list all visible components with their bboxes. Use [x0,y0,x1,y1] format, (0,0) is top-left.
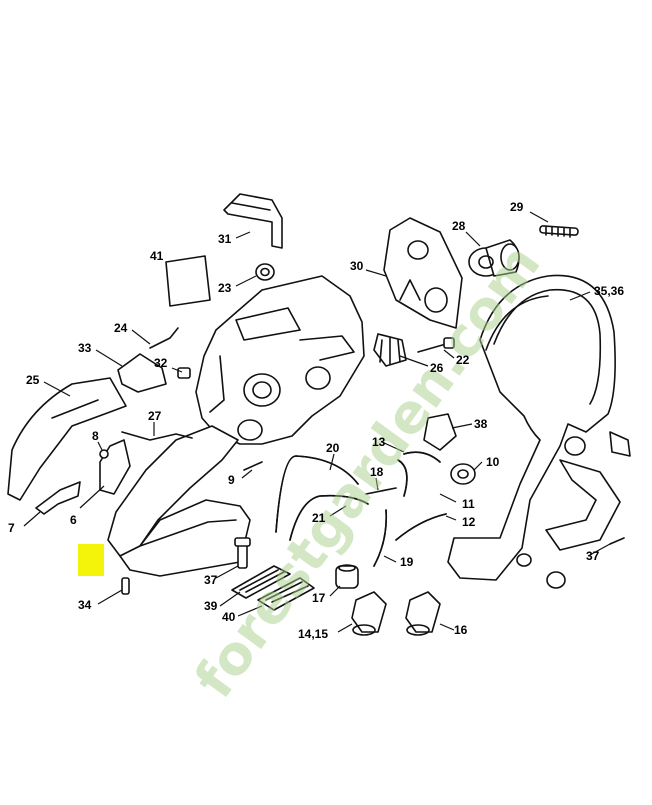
callout-9: 9 [228,473,235,487]
callout-26: 26 [430,361,444,375]
part-24-rod [149,327,179,349]
svg-text:forestgarden.com: forestgarden.com [182,233,552,709]
callout-39: 39 [204,599,218,613]
part-6-trigger [99,439,131,495]
part-30-manifold [383,217,463,329]
part-26-buffer [373,333,407,367]
callout-28: 28 [452,219,466,233]
part-27-linkage [121,431,193,441]
callout-37-right: 37 [586,549,600,563]
callout-27: 27 [148,409,162,423]
part-21-line [289,494,369,541]
callout-labels: 29 28 31 41 23 30 35,36 24 33 32 22 26 2… [8,200,624,641]
callout-11: 11 [462,497,475,511]
part-13-hose [403,451,441,463]
callout-32: 32 [154,356,168,370]
callout-25: 25 [26,373,40,387]
part-39-plate [231,565,291,599]
part-22-bolt [417,337,455,353]
callout-40: 40 [222,610,236,624]
part-37b-screw [609,537,625,545]
callout-29: 29 [510,200,524,214]
callout-18: 18 [370,465,384,479]
callout-41: 41 [150,249,164,263]
part-34-screw [121,577,130,595]
callout-21: 21 [312,511,326,525]
part-11-hose [397,459,408,497]
callout-6: 6 [70,513,77,527]
part-9-pin [243,461,263,471]
callout-23: 23 [218,281,232,295]
part-14-15-bracket [351,591,387,636]
callout-33: 33 [78,341,92,355]
part-7-lever [35,481,81,515]
callout-30: 30 [350,259,364,273]
callout-16: 16 [454,623,468,637]
callout-35-36: 35,36 [594,284,624,298]
watermark: forestgarden.com [182,233,552,709]
part-29-pin [539,225,579,238]
highlight-marker [78,544,104,576]
part-8-spring [99,449,109,459]
callout-34: 34 [78,598,92,612]
part-40-plate [257,577,315,611]
callout-13: 13 [372,435,386,449]
watermark-text: forestgarden.com [182,233,552,709]
part-35-36-handle [447,274,631,589]
part-19-line [373,509,388,567]
part-10-valve [450,463,476,485]
part-33-bracket [117,353,167,393]
callout-7: 7 [8,521,15,535]
part-23-grommet [255,263,275,281]
part-32-clip [177,367,191,379]
part-20-line [275,455,359,533]
part-41-label [165,255,211,307]
part-12-hose [395,513,447,541]
callout-38: 38 [474,417,488,431]
callout-22: 22 [456,353,470,367]
part-17-valve [335,564,359,589]
part-16-bracket [405,591,441,636]
part-rear-handle [107,425,251,577]
leader-lines [23,211,611,633]
callout-20: 20 [326,441,340,455]
callout-19: 19 [400,555,414,569]
callout-24: 24 [114,321,128,335]
callout-10: 10 [486,455,500,469]
part-31-cover [223,193,283,249]
part-37-screw [234,537,251,569]
part-28-flange [468,239,520,277]
callout-31: 31 [218,232,232,246]
callout-8: 8 [92,429,99,443]
callout-37-center: 37 [204,573,218,587]
part-38-cap [423,413,457,451]
part-18-connector [365,487,397,495]
part-main-housing [195,275,365,445]
callout-17: 17 [312,591,326,605]
part-25-cover [7,377,127,501]
callout-12: 12 [462,515,476,529]
callout-14-15: 14,15 [298,627,328,641]
